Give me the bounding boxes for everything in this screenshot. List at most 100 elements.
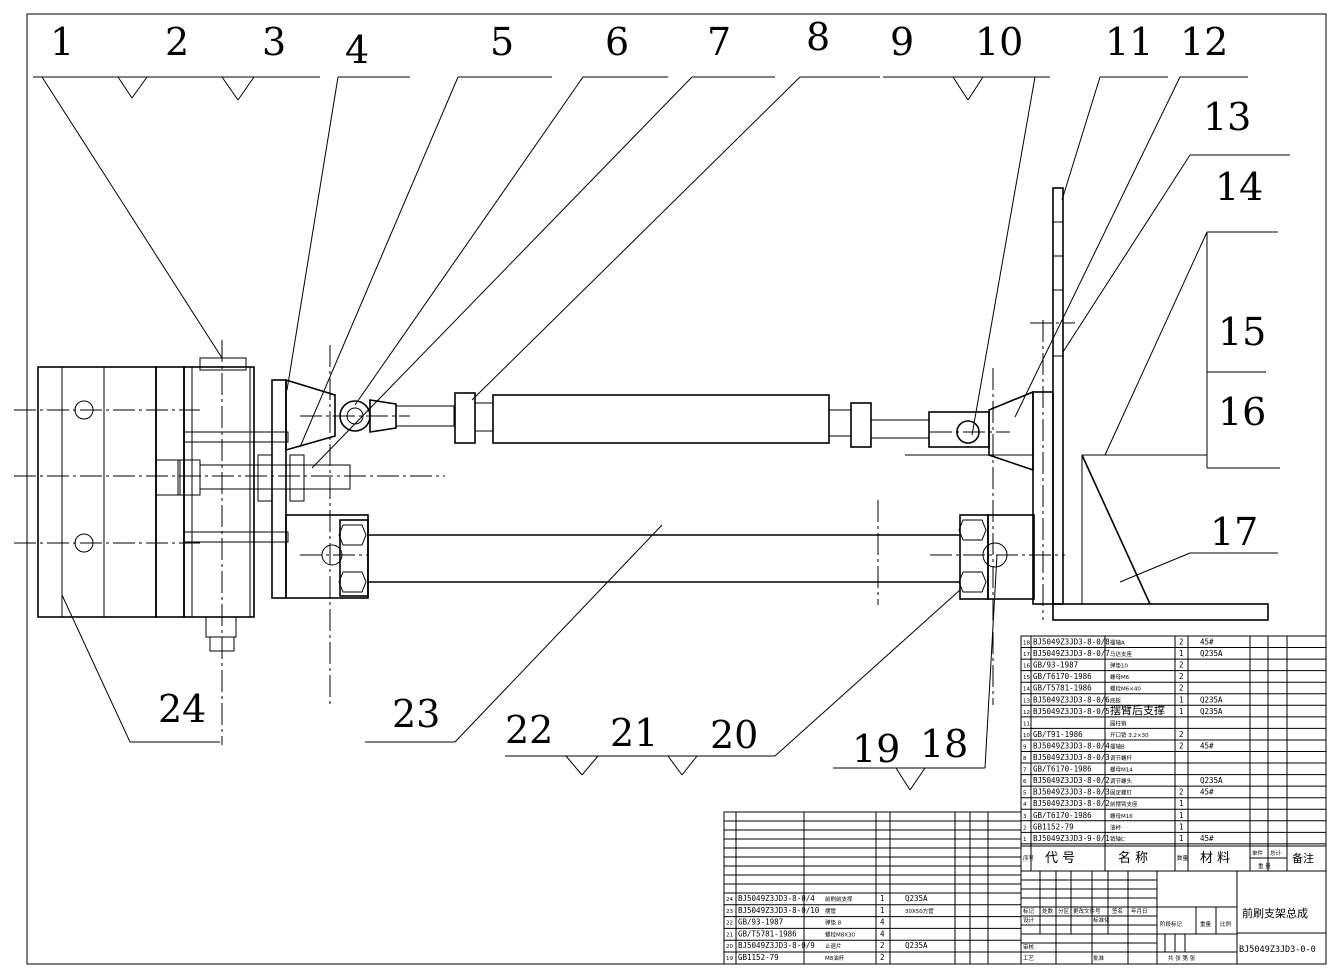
callout-4: 4	[345, 28, 369, 72]
bom-row-no: 4	[1023, 802, 1027, 808]
bom-lower-material: Q235A	[905, 894, 928, 903]
bom-row-qty: 1	[1179, 799, 1184, 808]
bom-upper-header: 序号 代 号 名 称 数量 材 料 单件 总计 重 量 备注	[1023, 849, 1314, 870]
label-process: 工艺	[1023, 955, 1035, 962]
bom-row-no: 3	[1023, 814, 1027, 820]
bom-lower-code: GB/T5781-1986	[738, 929, 797, 938]
callout-18: 18	[920, 722, 968, 766]
drawing-border	[26, 13, 1327, 965]
label-standard: 标准化	[1093, 916, 1110, 924]
bom-row-qty: 1	[1179, 834, 1184, 843]
bom-row-qty: 1	[1179, 649, 1184, 658]
bom-row-name: 前摆臂支座	[1110, 800, 1138, 808]
bom-lower-code: BJ5049Z3JD3-8-0/10	[738, 906, 820, 915]
bom-row-code: BJ5049Z3JD3-8-0/5	[1033, 707, 1110, 716]
bom-lower-name: 螺栓M8X30	[825, 930, 856, 938]
callout-12: 12	[1180, 20, 1228, 64]
bom-row-qty: 2	[1179, 638, 1184, 647]
bom-row-material: 45#	[1200, 638, 1214, 647]
callout-20: 20	[710, 713, 758, 757]
bom-row-no: 18	[1023, 641, 1030, 647]
bom-row-code: BJ5049Z3JD3-8-0/3	[1033, 788, 1110, 797]
bom-row-no: 15	[1023, 675, 1030, 681]
bom-row-no: 10	[1023, 733, 1030, 739]
callout-2: 2	[165, 20, 189, 64]
bom-row-material: 45#	[1200, 788, 1214, 797]
bom-row-code: BJ5049Z3JD3-8-0/8	[1033, 638, 1110, 647]
bom-lower-name: M8油杯	[825, 954, 845, 962]
callout-16: 16	[1218, 390, 1266, 434]
bom-row-code: BJ5049Z3JD3-8-0/6	[1033, 695, 1110, 704]
rev-label-date: 年月日	[1131, 907, 1148, 915]
bom-lower-qty: 1	[880, 906, 885, 915]
bom-row-qty: 2	[1179, 672, 1184, 681]
bom-row-no: 13	[1023, 698, 1030, 704]
bom-lower-code: GB/93-1987	[738, 918, 783, 927]
leader-lines	[33, 76, 1290, 791]
bom-row-no: 12	[1023, 710, 1030, 716]
callout-14: 14	[1215, 165, 1263, 209]
bom-row-name: 螺栓M6×40	[1110, 685, 1141, 693]
label-weight: 重量	[1200, 920, 1212, 928]
bom-row-qty: 1	[1179, 822, 1184, 831]
bom-row-code: BJ5049Z3JD3-8-0/4	[1033, 741, 1110, 750]
bom-row-material: 45#	[1200, 834, 1214, 843]
bom-row-code: GB/T6170-1986	[1033, 765, 1092, 774]
bom-row-no: 16	[1023, 664, 1030, 670]
bom-row-material: 45#	[1200, 741, 1214, 750]
bom-lower-qty: 1	[880, 894, 885, 903]
bom-row-qty: 2	[1179, 788, 1184, 797]
rev-label-doc: 更改文件号	[1073, 907, 1101, 915]
callout-1: 1	[50, 20, 74, 64]
bom-lower-qty: 4	[880, 929, 885, 938]
bom-row-name: 马达支座	[1110, 650, 1133, 658]
bom-lower-no: 23	[726, 909, 733, 915]
bom-h-wt1: 单件	[1252, 849, 1264, 857]
rev-label-mark: 标记	[1023, 907, 1035, 915]
drawing-title: 前刷支架总成	[1242, 906, 1308, 920]
callout-19: 19	[852, 727, 900, 771]
bom-lower-code: GB1152-79	[738, 953, 779, 962]
callout-numbers: 1 2 3 4 5 6 7 8 9 10 11 12 13 14 15 16 1…	[50, 15, 1266, 771]
drawing-number: BJ5049Z3JD3-0-0	[1239, 945, 1316, 955]
bom-lower-material: 30X50方管	[905, 907, 934, 915]
bom-h-mat: 材 料	[1200, 851, 1230, 866]
rev-label-sign: 签名	[1112, 907, 1123, 915]
bom-row-code: GB1152-79	[1033, 822, 1074, 831]
bom-lower-table	[723, 811, 1022, 965]
title-block: 标记 处数 分区 更改文件号 签名 年月日 设计 标准化 审核 工艺 批准 阶段…	[1020, 870, 1327, 965]
bom-row-code: BJ5049Z3JD3-8-0/7	[1033, 649, 1110, 658]
bom-row-qty: 2	[1179, 684, 1184, 693]
label-scale: 比例	[1220, 920, 1232, 928]
bom-row-code: BJ5049Z3JD3-8-0/2	[1033, 799, 1110, 808]
bom-row-no: 5	[1023, 791, 1027, 797]
bom-row-no: 7	[1023, 768, 1027, 774]
label-review: 审核	[1023, 943, 1035, 951]
bom-lower-no: 20	[726, 944, 733, 950]
callout-3: 3	[262, 20, 286, 64]
callout-6: 6	[605, 20, 629, 64]
bom-row-material: Q235A	[1200, 776, 1223, 785]
bom-row-name: 固定螺钉	[1110, 789, 1133, 797]
bom-row-no: 6	[1023, 779, 1027, 785]
rev-label-count: 处数	[1042, 907, 1054, 915]
bom-row-no: 14	[1023, 687, 1030, 693]
callout-21: 21	[610, 711, 658, 755]
bom-lower-no: 21	[726, 932, 733, 938]
label-design: 设计	[1023, 916, 1035, 924]
bom-row-name: 底板	[1110, 696, 1122, 704]
bom-row-name: 调节螺杆	[1110, 754, 1133, 762]
bom-row-code: GB/T6170-1986	[1033, 672, 1092, 681]
bom-lower-no: 24	[726, 897, 733, 903]
callout-17: 17	[1210, 510, 1258, 554]
bom-h-name: 名 称	[1118, 850, 1148, 866]
bom-row-code: GB/93-1987	[1033, 661, 1078, 670]
front-support-plate	[37, 357, 351, 652]
bom-h-code: 代 号	[1045, 851, 1075, 866]
bom-row-material: Q235A	[1200, 649, 1223, 658]
callout-22: 22	[505, 708, 553, 752]
bom-row-qty: 2	[1179, 730, 1184, 739]
